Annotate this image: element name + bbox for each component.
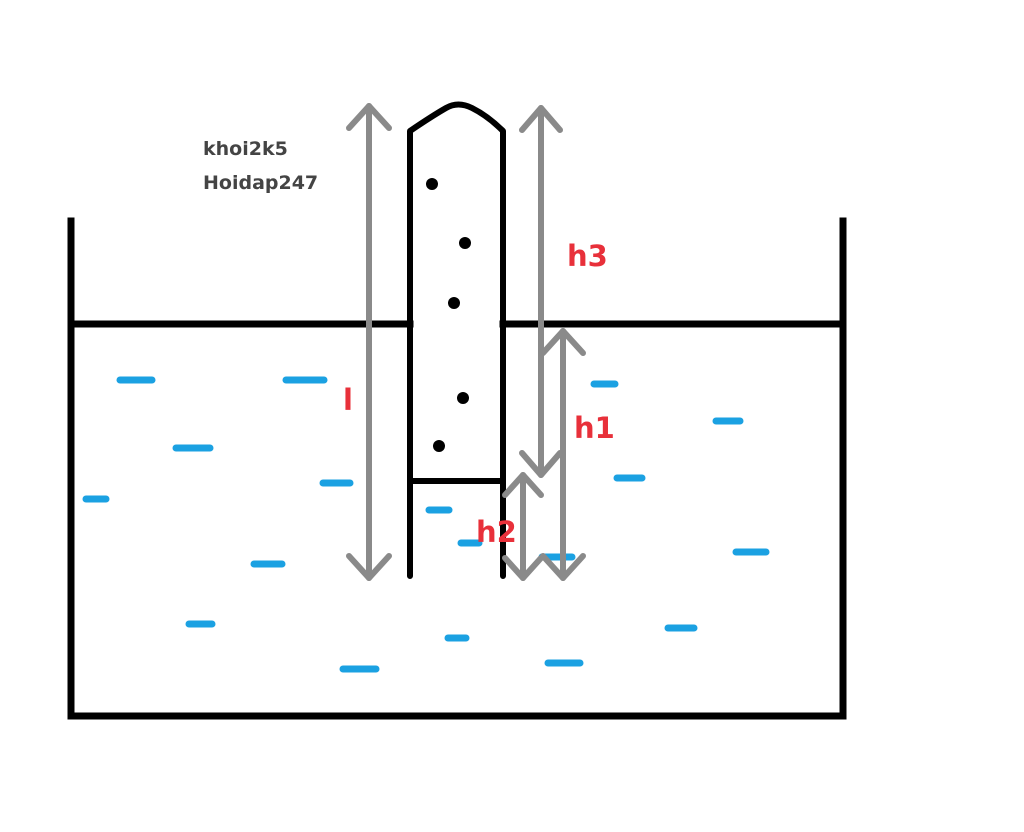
label-h1: h1: [574, 411, 615, 445]
gas-particles: [426, 178, 471, 452]
tube-outline: [407, 101, 506, 579]
height-h1-arrow: [540, 328, 586, 581]
water-surface-dashes: [82, 376, 770, 673]
label-l: l: [343, 383, 353, 417]
height-h2-arrow: [502, 472, 544, 581]
label-h3: h3: [567, 239, 608, 273]
gas-particle: [433, 440, 445, 452]
height-h3-arrow: [519, 105, 563, 478]
gas-particle: [448, 297, 460, 309]
gas-particle: [457, 392, 469, 404]
inverted-tube: [407, 101, 506, 579]
gas-particle: [426, 178, 438, 190]
dimension-arrows: [346, 103, 586, 581]
watermark-line1: khoi2k5: [203, 138, 288, 160]
vessel-outline: [67, 217, 847, 720]
water-vessel: [67, 217, 847, 720]
length-l-arrow: [346, 103, 392, 581]
watermark-line2: Hoidap247: [203, 172, 318, 194]
gas-particle: [459, 237, 471, 249]
label-h2: h2: [476, 515, 517, 549]
